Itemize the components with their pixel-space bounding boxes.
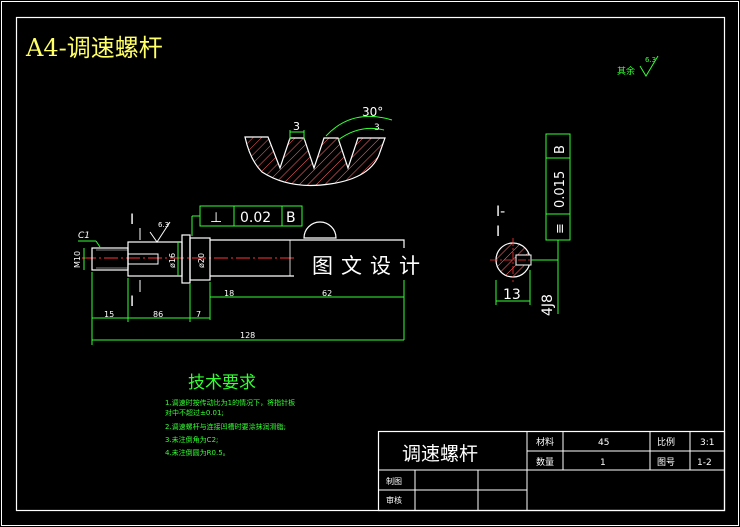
- checked-label: 审核: [386, 495, 402, 505]
- perp-symbol-icon: ⊥: [210, 210, 222, 226]
- technical-requirements: 技术要求 1.调速时按传动比为1的情况下，将指针板 对中不超过±0.01; 2.…: [165, 373, 295, 457]
- roughness-left-value: 6.3: [158, 221, 169, 229]
- roughness-symbol-icon: [639, 55, 659, 77]
- requirement-line: 对中不超过±0.01;: [165, 408, 224, 417]
- horizontal-dimensions: 18 62 15 86 7 128: [91, 272, 405, 345]
- perp-value: 0.02: [240, 210, 271, 226]
- watermark-text: 图文设计: [312, 254, 428, 278]
- requirement-line: 4.未注倒圆为R0.5。: [165, 448, 230, 457]
- drawn-label: 制图: [386, 476, 402, 486]
- scale-label: 比例: [657, 436, 675, 448]
- symmetry-frame: B 0.015 ≡: [545, 133, 571, 241]
- requirement-line: 2.调速螺杆与连接凹槽时要涂抹润滑脂;: [165, 422, 286, 431]
- perpendicularity-frame: ⊥ 0.02 B: [191, 205, 303, 236]
- section-label-right-bottom: I: [496, 224, 500, 240]
- dim-86: 86: [153, 310, 163, 319]
- section-label-left-bottom: I: [130, 294, 134, 310]
- requirement-line: 3.未注倒角为C2;: [165, 435, 218, 444]
- drawing-no-value: 1-2: [697, 458, 712, 468]
- qty-value: 1: [600, 458, 606, 468]
- requirement-line: 1.调速时按传动比为1的情况下，将指针板: [165, 398, 295, 407]
- dim-62: 62: [322, 289, 332, 298]
- section-dim-13: 13: [503, 287, 521, 303]
- dim-m10: M10: [73, 251, 82, 268]
- perp-datum: B: [286, 210, 296, 226]
- thread-angle-label: 30°: [362, 105, 383, 119]
- drawing-no-label: 图号: [657, 457, 675, 468]
- material-label: 材料: [536, 436, 554, 448]
- datum-marker-b: [303, 221, 337, 239]
- scale-value: 3:1: [700, 438, 714, 448]
- dim-128: 128: [240, 331, 255, 340]
- requirements-heading: 技术要求: [188, 373, 256, 393]
- angle-arc: [325, 115, 393, 137]
- inner-frame: [15, 16, 726, 512]
- symmetry-value: 0.015: [553, 171, 568, 208]
- surface-finish-label: 其余: [617, 65, 635, 77]
- surface-finish-note: 其余 6.3: [617, 55, 659, 77]
- dim-15: 15: [104, 310, 114, 319]
- roughness-left: 6.3: [149, 221, 171, 243]
- material-value: 45: [598, 438, 609, 448]
- thread-profile: [244, 136, 386, 187]
- chamfer-label: C1: [78, 231, 90, 241]
- dim-18: 18: [224, 289, 234, 298]
- part-name: 调速螺杆: [402, 443, 478, 465]
- section-dim-4j8: 4J8: [540, 294, 556, 316]
- symmetry-datum: B: [553, 145, 568, 154]
- section-label-left-top: I: [130, 212, 134, 228]
- symmetry-symbol-icon: ≡: [553, 223, 568, 234]
- drawing-title: A4-调速螺杆: [25, 34, 163, 62]
- dim-d20: ø20: [197, 253, 206, 268]
- title-block: 调速螺杆 材料 45 比例 3:1 数量 1 图号 1-2 制图 审核: [377, 430, 726, 512]
- thread-pitch-label: 3: [293, 120, 300, 133]
- dim-7: 7: [196, 310, 201, 319]
- thread-detail-view: 3 30° 3: [244, 105, 393, 187]
- cross-section-view: I- I 13 4J8: [490, 204, 559, 316]
- thread-depth-label: 3: [374, 123, 380, 133]
- qty-label: 数量: [536, 456, 554, 468]
- section-label-right-top: I-: [496, 204, 505, 220]
- surface-finish-value: 6.3: [645, 56, 656, 64]
- dim-d16: ø16: [168, 253, 177, 268]
